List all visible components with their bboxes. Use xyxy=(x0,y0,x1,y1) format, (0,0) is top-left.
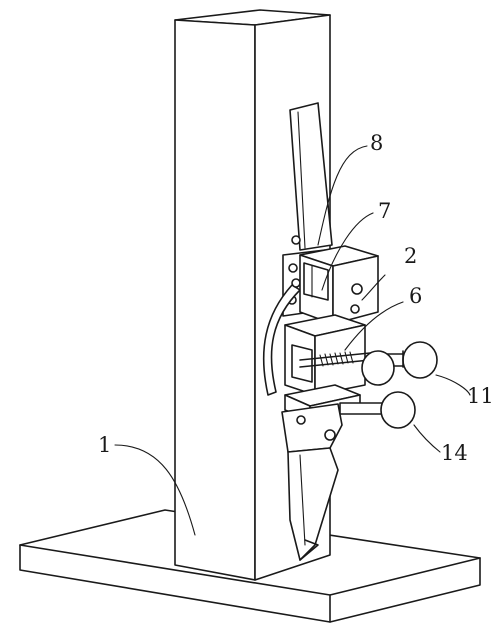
knob-upper xyxy=(361,341,438,386)
label-14: 14 xyxy=(441,441,468,465)
label-11: 11 xyxy=(467,384,494,408)
spring xyxy=(319,351,354,367)
slider xyxy=(303,262,329,301)
label-2: 2 xyxy=(404,244,417,268)
leader-lines xyxy=(114,145,471,536)
label-8: 8 xyxy=(370,131,383,155)
label-7: 7 xyxy=(378,199,391,223)
lower-blade xyxy=(281,403,343,561)
block xyxy=(299,245,379,325)
label-6: 6 xyxy=(409,284,422,308)
label-1: 1 xyxy=(98,433,111,457)
curved-guide xyxy=(262,278,301,396)
knob-lower xyxy=(339,391,416,429)
